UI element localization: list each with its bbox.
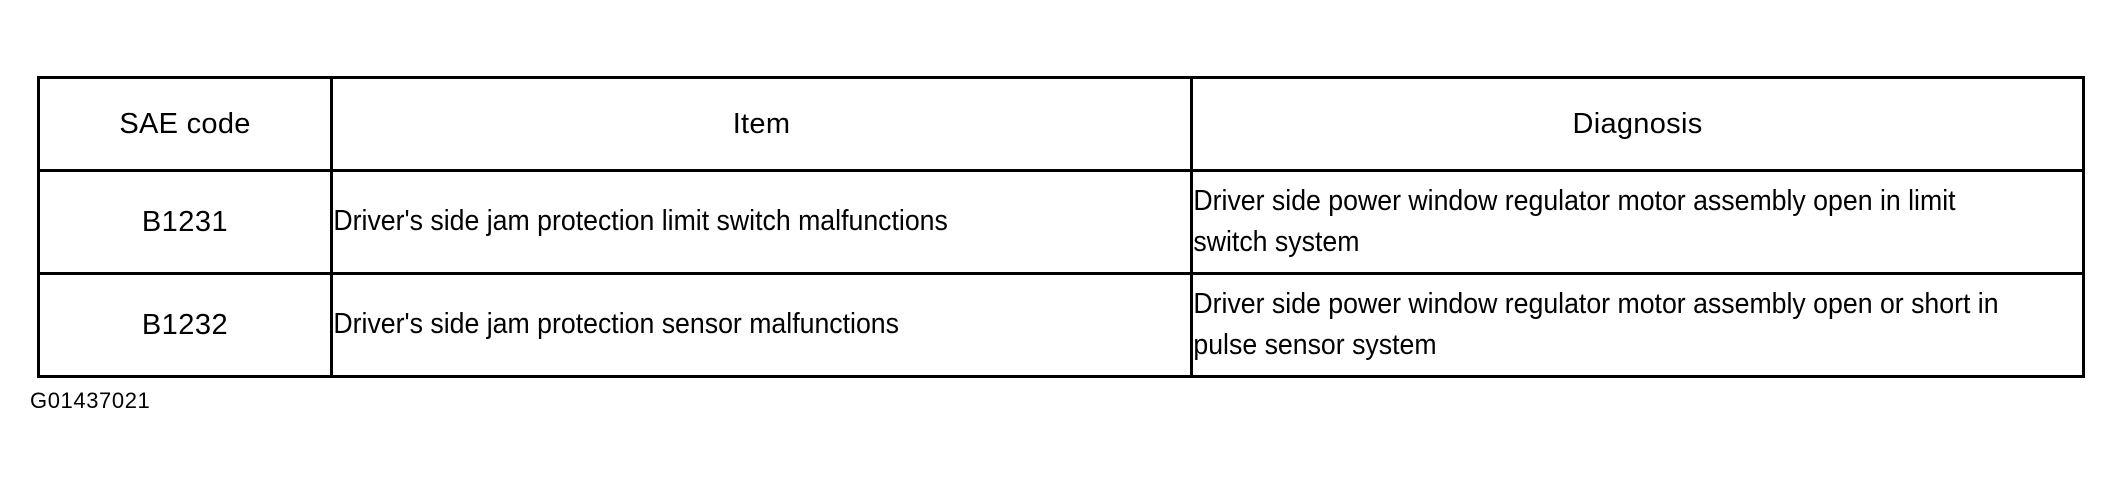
column-header-diagnosis: Diagnosis bbox=[1190, 76, 2085, 172]
cell-item: Driver's side jam protection sensor malf… bbox=[330, 272, 1125, 378]
cell-diagnosis: Driver side power window regulator motor… bbox=[1190, 272, 2014, 378]
table-body: B1231 Driver's side jam protection limit… bbox=[37, 169, 2084, 378]
header-row: SAE code Item Diagnosis bbox=[37, 76, 2085, 172]
column-header-sae-code: SAE code bbox=[37, 76, 333, 172]
dtc-table: SAE code Item Diagnosis B1231 Driver's s… bbox=[37, 76, 2085, 378]
figure-caption: G01437021 bbox=[30, 388, 151, 413]
cell-sae-code: B1232 bbox=[37, 272, 333, 378]
cell-diagnosis: Driver side power window regulator motor… bbox=[1190, 169, 2014, 275]
table-header: SAE code Item Diagnosis bbox=[37, 76, 2085, 172]
cell-sae-code: B1231 bbox=[37, 169, 333, 275]
table-row: B1232 Driver's side jam protection senso… bbox=[37, 272, 2084, 378]
column-header-item: Item bbox=[330, 76, 1193, 172]
cell-item: Driver's side jam protection limit switc… bbox=[330, 169, 1125, 275]
table-row: B1231 Driver's side jam protection limit… bbox=[37, 169, 2084, 275]
